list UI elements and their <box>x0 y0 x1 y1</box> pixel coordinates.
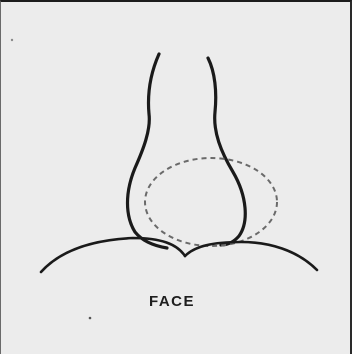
nose-left-outline <box>128 54 168 248</box>
nose-right-outline <box>208 58 245 245</box>
face-right-curve <box>185 242 317 270</box>
figure-caption: FACE <box>149 294 195 309</box>
speck-mark-bottom <box>89 317 92 320</box>
face-left-curve <box>41 238 185 272</box>
dashed-oval <box>145 158 277 246</box>
speck-mark <box>11 39 13 41</box>
